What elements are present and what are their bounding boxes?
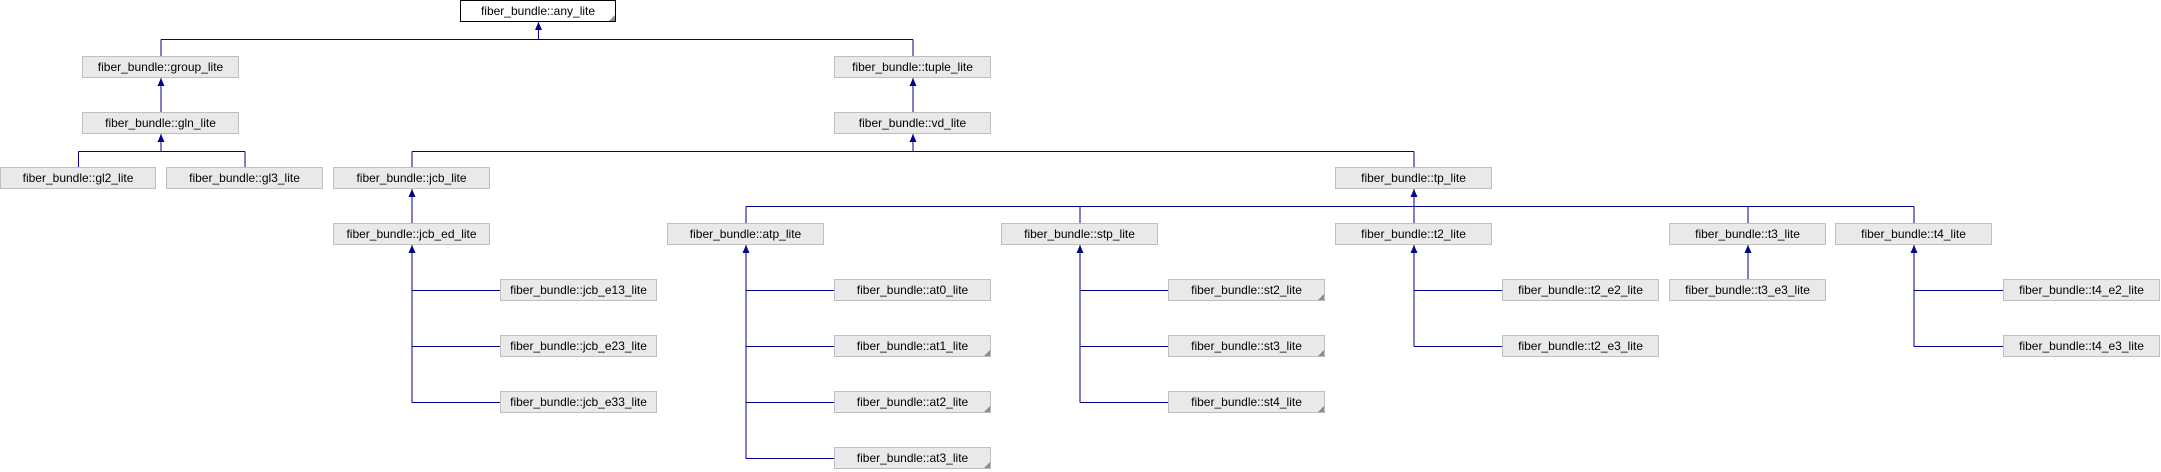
class-node-t2-e2[interactable]: fiber_bundle::t2_e2_lite — [1502, 279, 1659, 301]
arrowhead-into-vd — [909, 134, 917, 142]
arrowhead-into-group — [157, 78, 165, 86]
class-node-any[interactable]: fiber_bundle::any_lite — [460, 0, 616, 22]
class-node-at0[interactable]: fiber_bundle::at0_lite — [834, 279, 991, 301]
arrowhead-into-t4 — [1910, 245, 1918, 253]
class-node-t4-e3[interactable]: fiber_bundle::t4_e3_lite — [2003, 335, 2160, 357]
class-node-at2[interactable]: fiber_bundle::at2_lite — [834, 391, 991, 413]
class-node-st3[interactable]: fiber_bundle::st3_lite — [1168, 335, 1325, 357]
class-node-t2-e3[interactable]: fiber_bundle::t2_e3_lite — [1502, 335, 1659, 357]
arrowhead-into-any — [535, 22, 542, 30]
class-node-gln[interactable]: fiber_bundle::gln_lite — [82, 112, 239, 134]
class-node-t3-e3[interactable]: fiber_bundle::t3_e3_lite — [1669, 279, 1826, 301]
class-node-t4-e2[interactable]: fiber_bundle::t4_e2_lite — [2003, 279, 2160, 301]
class-node-jcb[interactable]: fiber_bundle::jcb_lite — [333, 167, 490, 189]
arrowhead-into-t3 — [1744, 245, 1752, 253]
class-node-vd[interactable]: fiber_bundle::vd_lite — [834, 112, 991, 134]
class-node-jcb-ed[interactable]: fiber_bundle::jcb_ed_lite — [333, 223, 490, 245]
arrowhead-into-tp — [1410, 189, 1418, 197]
class-node-tuple[interactable]: fiber_bundle::tuple_lite — [834, 56, 991, 78]
arrowhead-into-tuple — [909, 78, 917, 86]
class-node-st4[interactable]: fiber_bundle::st4_lite — [1168, 391, 1325, 413]
class-node-jcb-e33[interactable]: fiber_bundle::jcb_e33_lite — [500, 391, 657, 413]
class-node-tp[interactable]: fiber_bundle::tp_lite — [1335, 167, 1492, 189]
class-node-t4[interactable]: fiber_bundle::t4_lite — [1835, 223, 1992, 245]
class-node-jcb-e13[interactable]: fiber_bundle::jcb_e13_lite — [500, 279, 657, 301]
class-node-gl3[interactable]: fiber_bundle::gl3_lite — [166, 167, 323, 189]
class-node-at1[interactable]: fiber_bundle::at1_lite — [834, 335, 991, 357]
class-node-group[interactable]: fiber_bundle::group_lite — [82, 56, 239, 78]
class-node-st2[interactable]: fiber_bundle::st2_lite — [1168, 279, 1325, 301]
class-node-at3[interactable]: fiber_bundle::at3_lite — [834, 447, 991, 469]
arrowhead-into-atp — [742, 245, 750, 253]
arrowhead-into-stp — [1076, 245, 1084, 253]
arrowhead-into-t2 — [1410, 245, 1418, 253]
class-node-jcb-e23[interactable]: fiber_bundle::jcb_e23_lite — [500, 335, 657, 357]
class-node-t3[interactable]: fiber_bundle::t3_lite — [1669, 223, 1826, 245]
class-node-t2[interactable]: fiber_bundle::t2_lite — [1335, 223, 1492, 245]
arrowhead-into-jcb — [408, 189, 416, 197]
arrowhead-into-gln — [157, 134, 165, 142]
arrowhead-into-jcb-ed — [408, 245, 416, 253]
class-node-gl2[interactable]: fiber_bundle::gl2_lite — [0, 167, 156, 189]
class-node-stp[interactable]: fiber_bundle::stp_lite — [1001, 223, 1158, 245]
class-node-atp[interactable]: fiber_bundle::atp_lite — [667, 223, 824, 245]
